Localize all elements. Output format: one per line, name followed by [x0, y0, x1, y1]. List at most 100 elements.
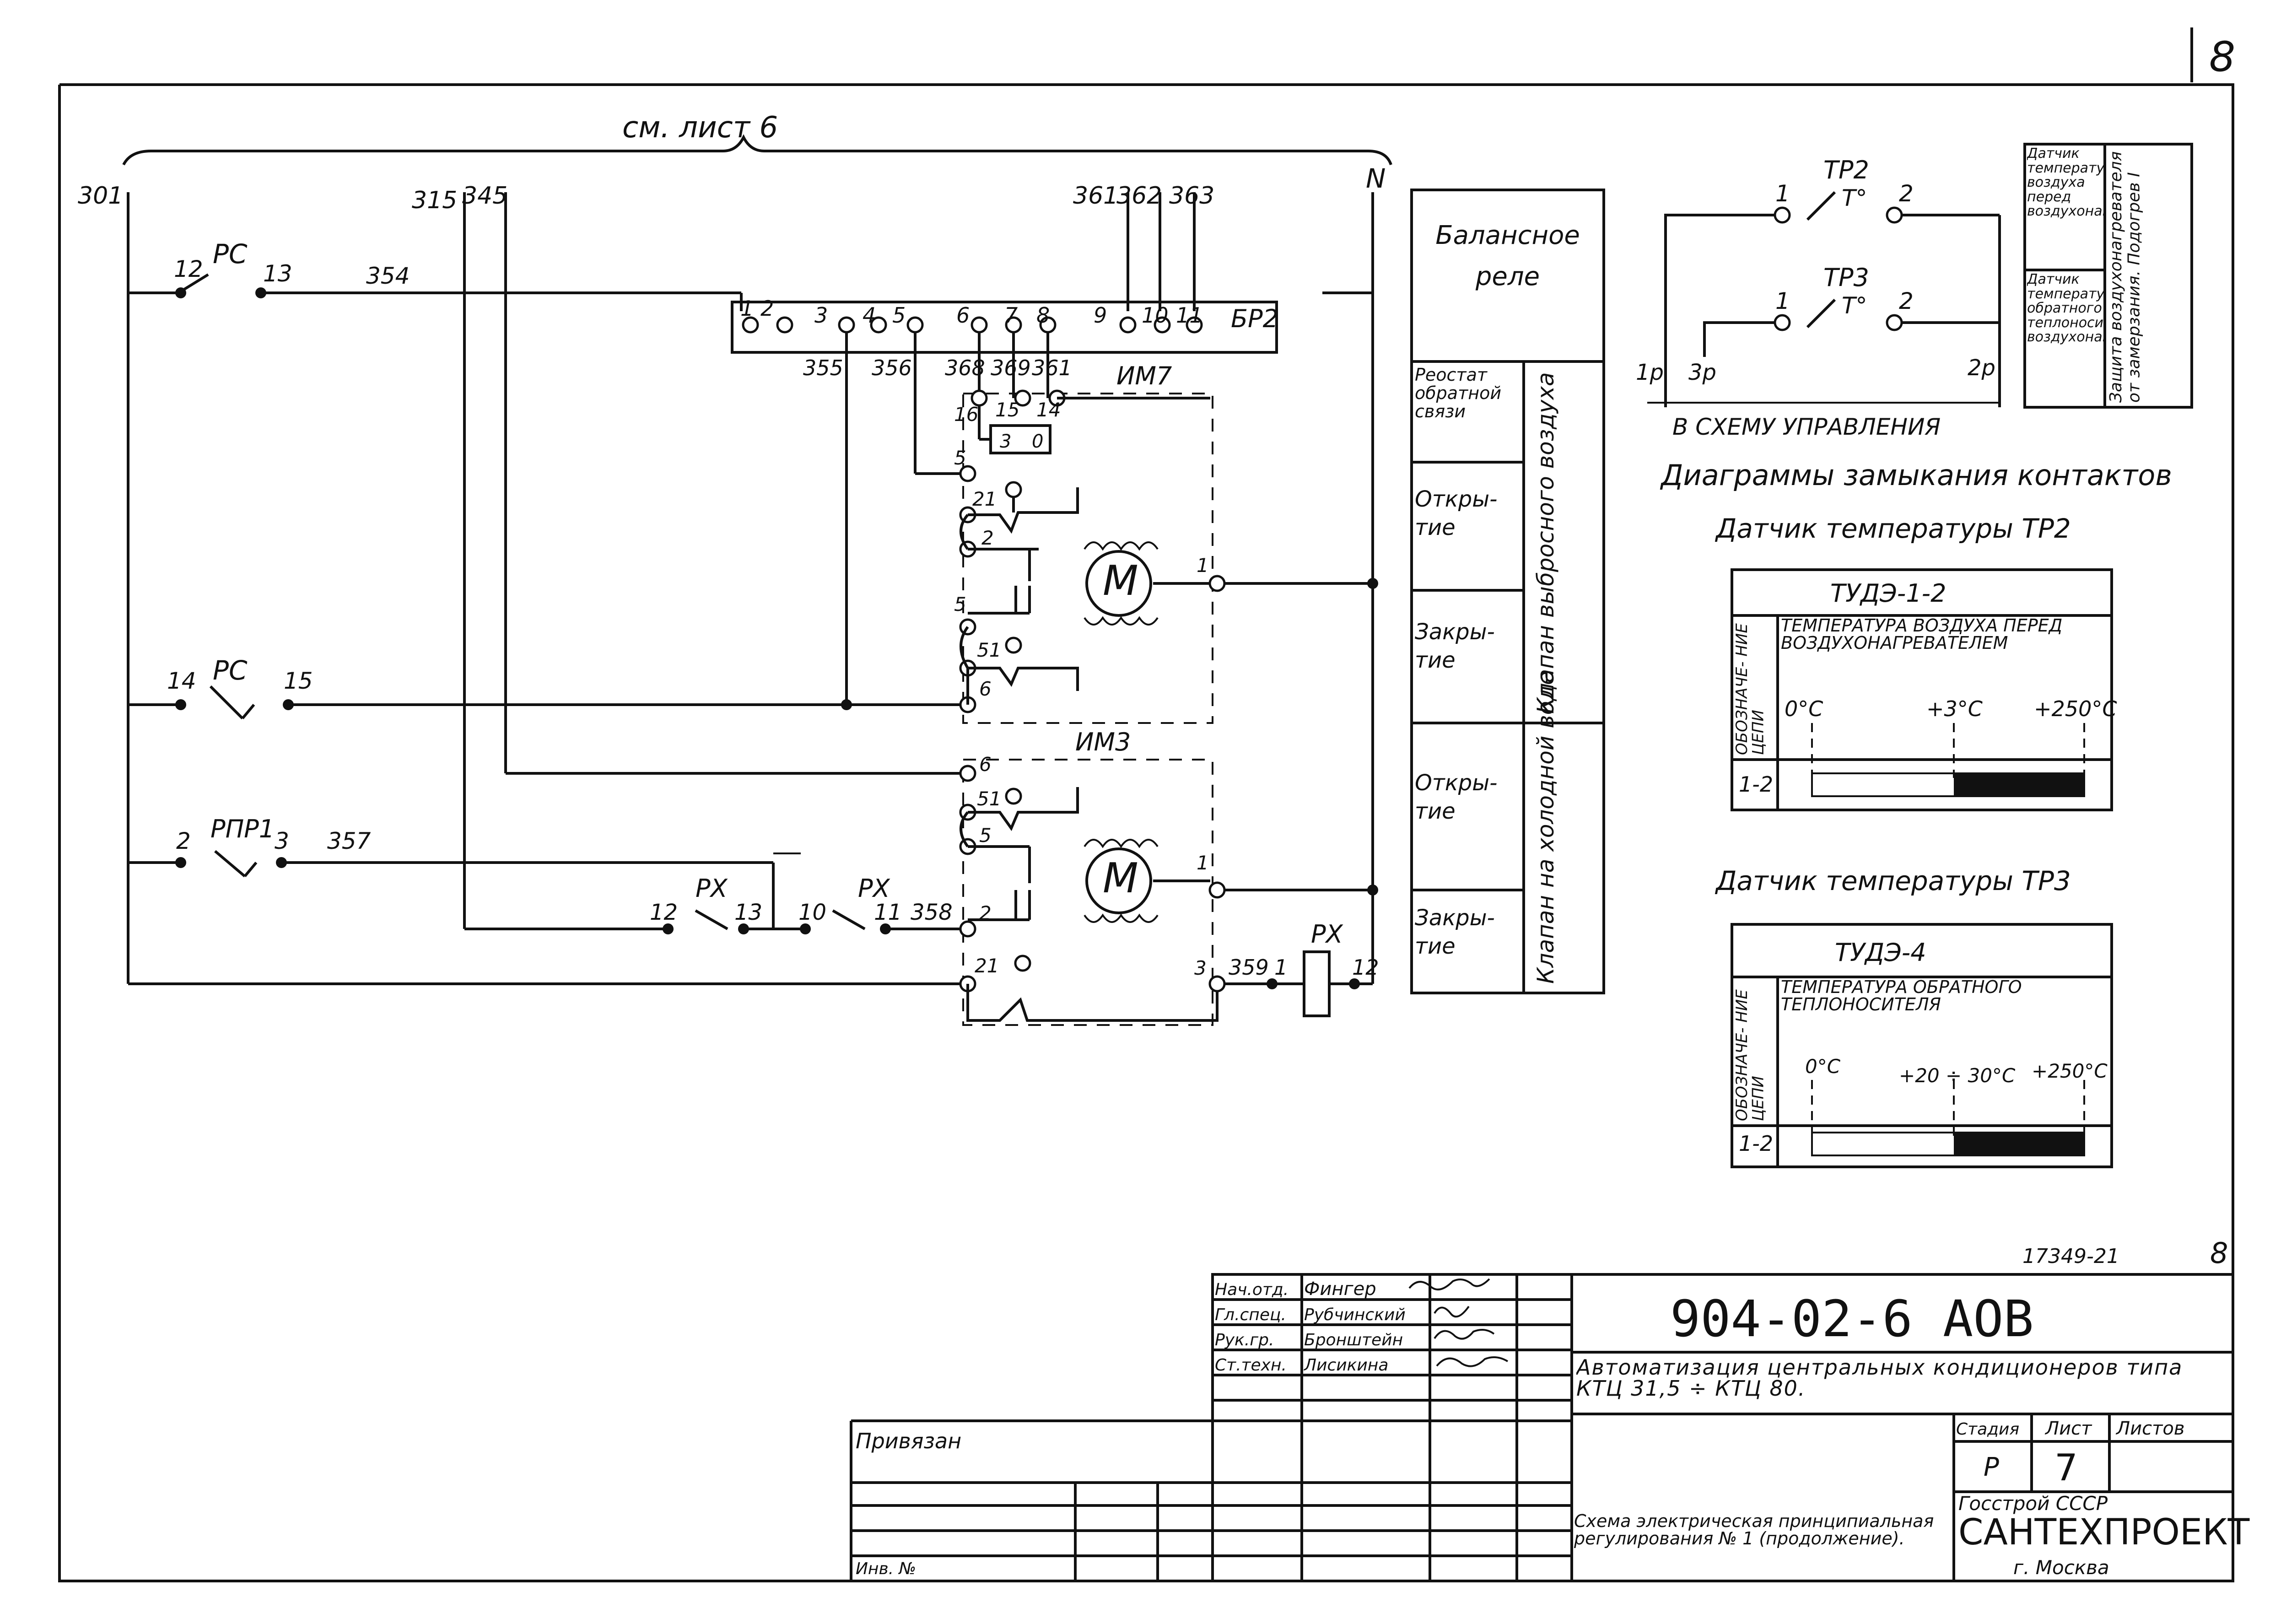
svg-text:Лист: Лист	[2044, 1418, 2092, 1439]
svg-text:15: 15	[995, 399, 1019, 421]
svg-text:1: 1	[740, 296, 754, 321]
svg-text:359: 359	[1229, 955, 1269, 980]
svg-text:21: 21	[975, 955, 999, 977]
svg-text:6: 6	[956, 303, 970, 328]
svg-text:1: 1	[1775, 180, 1790, 207]
signature-2	[1434, 1306, 1470, 1318]
svg-text:357: 357	[327, 828, 371, 854]
svg-text:2: 2	[176, 828, 191, 854]
svg-text:+250°C: +250°C	[2032, 1060, 2108, 1082]
svg-text:ТР3: ТР3	[1823, 263, 1869, 292]
svg-text:2: 2	[1899, 288, 1914, 314]
motor-im3	[1085, 847, 1152, 914]
svg-text:13: 13	[734, 900, 762, 925]
svg-text:2р: 2р	[1968, 355, 1995, 381]
actuator-im3	[962, 759, 1213, 1026]
svg-text:г. Москва: г. Москва	[2013, 1556, 2109, 1579]
svg-text:Бронштейн: Бронштейн	[1304, 1331, 1403, 1349]
svg-text:51: 51	[977, 788, 1001, 810]
title-block: 17349-21 8 Нач.отд. Фингер Гл.спец. Рубч…	[850, 1236, 2250, 1582]
contact-diagram-tr3: ТУДЭ-4 ТЕМПЕРАТУРА ОБРАТНОГО ТЕПЛОНОСИТЕ…	[1731, 923, 2113, 1168]
svg-text:M: M	[1103, 557, 1138, 605]
svg-text:361: 361	[1073, 182, 1118, 210]
svg-text:2: 2	[760, 296, 774, 321]
svg-text:0°C: 0°C	[1805, 1055, 1841, 1078]
svg-text:361: 361	[1032, 356, 1072, 380]
svg-text:345: 345	[462, 182, 507, 210]
svg-text:+20 ÷ 30°C: +20 ÷ 30°C	[1899, 1064, 2016, 1087]
svg-text:ТР2: ТР2	[1823, 156, 1869, 184]
svg-text:Листов: Листов	[2115, 1418, 2184, 1439]
svg-text:2: 2	[981, 527, 994, 549]
svg-text:13: 13	[263, 260, 292, 287]
diagrams-title: Диаграммы замыкания контактов	[1660, 459, 2172, 492]
svg-text:0°C: 0°C	[1785, 696, 1823, 721]
svg-text:N: N	[1366, 163, 1386, 194]
svg-text:T°: T°	[1842, 185, 1867, 211]
svg-text:САНТЕХПРОЕКТ: САНТЕХПРОЕКТ	[1958, 1512, 2250, 1553]
svg-text:+3°C: +3°C	[1926, 696, 1983, 721]
svg-text:5: 5	[892, 303, 906, 328]
svg-text:369: 369	[991, 356, 1031, 380]
svg-text:1: 1	[1775, 288, 1790, 314]
actuator-im7	[962, 393, 1213, 724]
svg-text:14: 14	[167, 668, 196, 694]
svg-text:12: 12	[1352, 955, 1379, 980]
svg-text:БР2: БР2	[1231, 304, 1278, 333]
svg-text:6: 6	[979, 678, 992, 700]
svg-text:3: 3	[814, 303, 828, 328]
svg-text:M: M	[1103, 854, 1138, 902]
svg-text:РХ: РХ	[858, 874, 890, 903]
svg-text:355: 355	[803, 356, 843, 380]
svg-text:1-2: 1-2	[1739, 772, 1773, 797]
svg-text:Фингер: Фингер	[1304, 1279, 1376, 1300]
svg-text:1: 1	[1197, 852, 1209, 874]
reference-label: см. лист 6	[622, 111, 778, 145]
svg-text:3: 3	[1194, 957, 1207, 979]
diagram2-title: Датчик температуры ТР3	[1715, 865, 2071, 896]
svg-text:10: 10	[1142, 303, 1169, 328]
svg-text:Р: Р	[1984, 1452, 1999, 1482]
svg-text:В СХЕМУ УПРАВЛЕНИЯ: В СХЕМУ УПРАВЛЕНИЯ	[1672, 414, 1941, 440]
svg-text:1-2: 1-2	[1739, 1131, 1773, 1156]
svg-text:8: 8	[2210, 1236, 2228, 1270]
svg-text:17349-21: 17349-21	[2022, 1245, 2119, 1268]
svg-text:Привязан: Привязан	[856, 1429, 961, 1453]
page-number: 8	[2209, 33, 2235, 81]
svg-text:2: 2	[1899, 180, 1914, 207]
svg-text:362: 362	[1116, 182, 1162, 210]
svg-text:9: 9	[1094, 303, 1107, 328]
svg-text:1р: 1р	[1636, 360, 1664, 385]
svg-text:Госстрой СССР: Госстрой СССР	[1958, 1492, 2108, 1515]
svg-text:3: 3	[275, 828, 289, 854]
svg-text:РПР1: РПР1	[210, 815, 275, 843]
svg-text:358: 358	[911, 900, 953, 925]
motor-im7	[1085, 550, 1152, 617]
svg-text:16: 16	[954, 403, 978, 426]
svg-text:T°: T°	[1842, 292, 1867, 319]
legend-table: Балансное реле Реостат обратной связи От…	[1410, 189, 1605, 994]
svg-text:3: 3	[1000, 431, 1011, 452]
svg-text:5: 5	[979, 824, 992, 847]
svg-text:1: 1	[1274, 955, 1288, 980]
relay-block-br2	[731, 301, 1278, 354]
svg-text:14: 14	[1036, 399, 1061, 421]
svg-text:РС: РС	[213, 655, 248, 686]
svg-text:ТУДЭ-1-2: ТУДЭ-1-2	[1830, 579, 1946, 608]
svg-text:Клапан на холодной воде: Клапан на холодной воде	[1532, 671, 1559, 984]
svg-text:301: 301	[78, 182, 123, 210]
svg-text:РХ: РХ	[1311, 920, 1343, 949]
svg-text:Лисикина: Лисикина	[1303, 1356, 1388, 1375]
closed-range-bar	[1954, 773, 2084, 796]
svg-text:3р: 3р	[1688, 360, 1716, 385]
svg-text:Рубчинский: Рубчинский	[1304, 1306, 1406, 1324]
svg-text:12: 12	[174, 256, 203, 282]
svg-text:5: 5	[954, 447, 966, 469]
svg-text:ТУДЭ-4: ТУДЭ-4	[1835, 938, 1926, 967]
signature-1	[1408, 1278, 1490, 1290]
svg-text:51: 51	[977, 639, 1001, 661]
svg-text:Гл.спец.: Гл.спец.	[1215, 1306, 1286, 1324]
svg-text:4: 4	[863, 303, 876, 328]
svg-text:1: 1	[1197, 554, 1209, 577]
